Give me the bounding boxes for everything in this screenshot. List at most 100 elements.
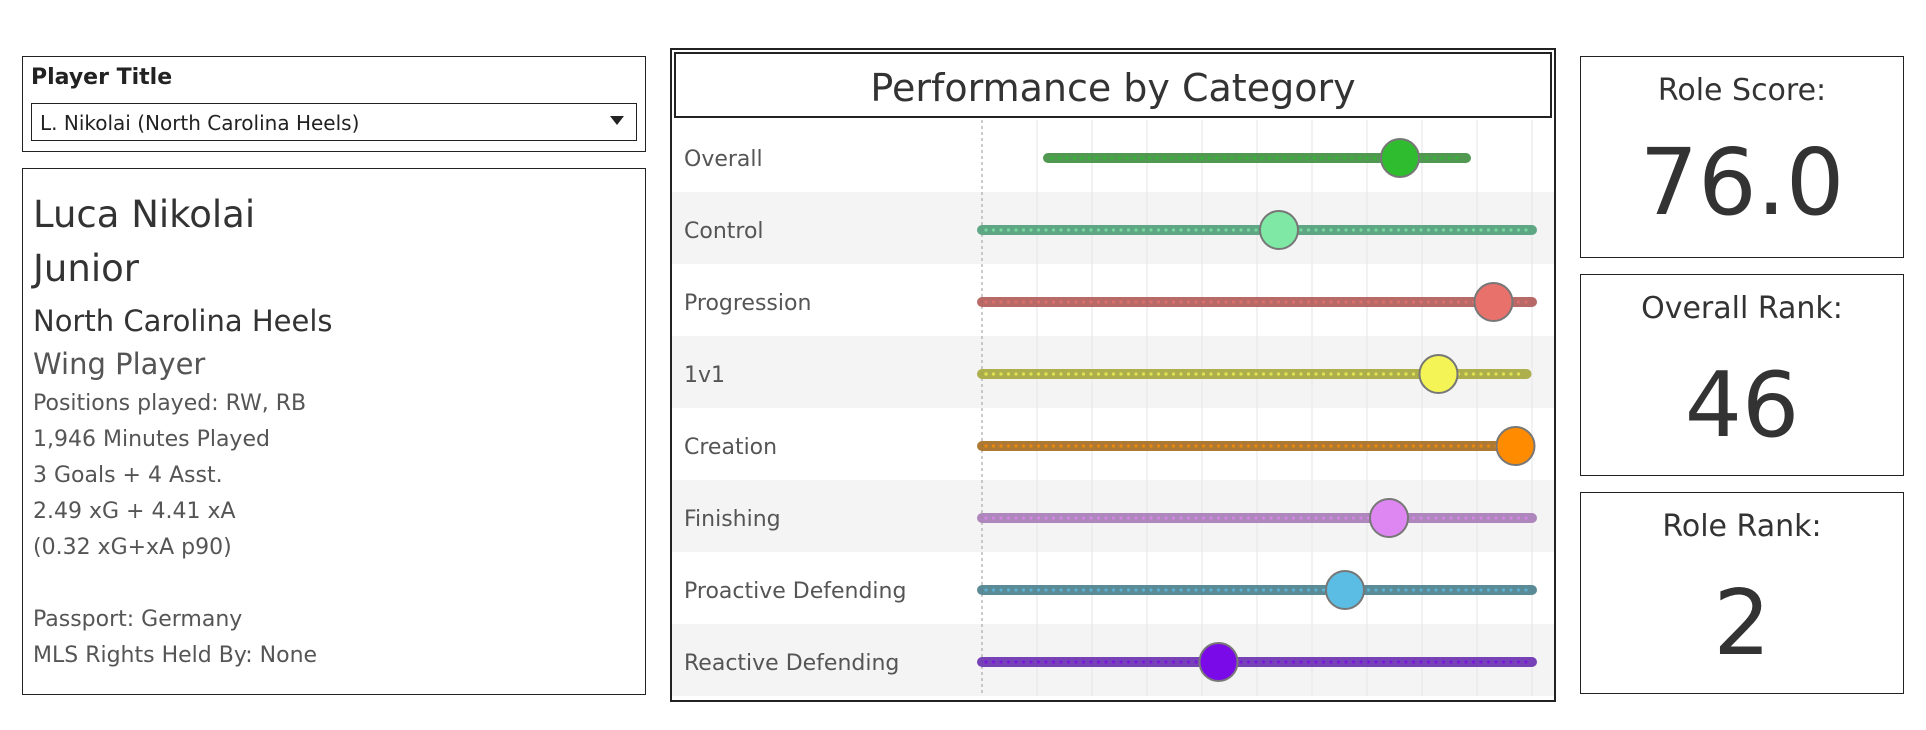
distribution-dot	[1081, 300, 1086, 304]
distribution-dot	[1036, 444, 1041, 448]
distribution-dot	[1434, 300, 1438, 304]
distribution-dot	[1516, 660, 1521, 664]
distribution-dot	[1290, 156, 1294, 160]
distribution-dot	[1336, 516, 1341, 520]
distribution-dot	[1119, 660, 1123, 664]
distribution-dot	[1239, 660, 1243, 664]
distribution-dot	[1006, 588, 1011, 592]
distribution-dot	[1261, 588, 1266, 592]
distribution-dot	[1501, 228, 1506, 232]
distribution-dot	[1267, 156, 1272, 160]
distribution-dot	[1074, 588, 1078, 592]
distribution-dot	[1186, 660, 1191, 664]
distribution-dot	[1441, 444, 1446, 448]
distribution-dot	[1021, 372, 1026, 376]
distribution-dot	[1374, 300, 1378, 304]
distribution-dot	[1404, 300, 1408, 304]
player-marker	[1198, 642, 1239, 682]
distribution-dot	[1381, 660, 1386, 664]
distribution-dot	[1501, 588, 1506, 592]
distribution-dot	[1216, 372, 1221, 376]
distribution-dot	[1177, 156, 1182, 160]
distribution-dot	[1194, 588, 1198, 592]
distribution-dot	[1366, 300, 1371, 304]
distribution-dot	[1396, 444, 1401, 448]
player-marker	[1380, 138, 1420, 178]
distribution-dot	[1291, 300, 1296, 304]
distribution-dot	[1350, 156, 1354, 160]
distribution-dot	[1366, 372, 1371, 376]
distribution-dot	[999, 444, 1003, 448]
distribution-dot	[1524, 588, 1528, 592]
distribution-dot	[1486, 516, 1491, 520]
distribution-dot	[1141, 444, 1146, 448]
distribution-dot	[1096, 300, 1101, 304]
distribution-dot	[1111, 516, 1116, 520]
distribution-dot	[1104, 660, 1108, 664]
distribution-dot	[1426, 300, 1431, 304]
distribution-dot	[1095, 156, 1099, 160]
distribution-dot	[1329, 300, 1333, 304]
distribution-dot	[1501, 660, 1506, 664]
distribution-dot	[1419, 228, 1423, 232]
distribution-dot	[1224, 228, 1228, 232]
distribution-dot	[984, 588, 988, 592]
player-dropdown[interactable]: L. Nikolai (North Carolina Heels)	[31, 103, 637, 141]
distribution-dot	[1215, 156, 1219, 160]
player-selector-panel: Player Title L. Nikolai (North Carolina …	[22, 56, 646, 152]
chevron-down-icon[interactable]	[610, 116, 624, 125]
distribution-dot	[1449, 588, 1453, 592]
distribution-dot	[1074, 300, 1078, 304]
distribution-dot	[1192, 156, 1197, 160]
distribution-dot	[1464, 228, 1468, 232]
xg-xa-p90: (0.32 xG+xA p90)	[33, 535, 232, 560]
distribution-dot	[1014, 300, 1018, 304]
distribution-dot	[1456, 516, 1461, 520]
distribution-dot	[1314, 516, 1318, 520]
distribution-dot	[1186, 300, 1191, 304]
distribution-dot	[1479, 372, 1483, 376]
distribution-dot	[1276, 660, 1281, 664]
distribution-dot	[1224, 444, 1228, 448]
distribution-dot	[1299, 228, 1303, 232]
distribution-dot	[1411, 660, 1416, 664]
distribution-dot	[1014, 516, 1018, 520]
distribution-dot	[1066, 516, 1071, 520]
distribution-dot	[1396, 660, 1401, 664]
distribution-dot	[1044, 300, 1048, 304]
distribution-dot	[1284, 588, 1288, 592]
player-marker	[1418, 354, 1459, 394]
distribution-dot	[1179, 300, 1183, 304]
distribution-dot	[1284, 372, 1288, 376]
distribution-dot	[1201, 516, 1206, 520]
distribution-dot	[984, 516, 988, 520]
distribution-dot	[1284, 516, 1288, 520]
distribution-dot	[1404, 228, 1408, 232]
distribution-dot	[1509, 516, 1513, 520]
distribution-dot	[1359, 444, 1363, 448]
distribution-dot	[1479, 516, 1483, 520]
distribution-dot	[999, 516, 1003, 520]
distribution-dot	[1036, 660, 1041, 664]
distribution-dot	[1224, 300, 1228, 304]
distribution-dot	[1209, 228, 1213, 232]
distribution-dot	[1366, 228, 1371, 232]
player-year: Junior	[33, 247, 139, 290]
distribution-dot	[1509, 372, 1513, 376]
distribution-dot	[1440, 156, 1444, 160]
distribution-dot	[1051, 516, 1056, 520]
distribution-dot	[1216, 300, 1221, 304]
distribution-dot	[1389, 228, 1393, 232]
player-marker	[1325, 570, 1365, 610]
distribution-dot	[1089, 660, 1093, 664]
distribution-dot	[1029, 228, 1033, 232]
distribution-dot	[1254, 660, 1258, 664]
distribution-dot	[1081, 444, 1086, 448]
distribution-dot	[1044, 588, 1048, 592]
distribution-dot	[1254, 588, 1258, 592]
distribution-dot	[1344, 372, 1348, 376]
chart-title-box: Performance by Category	[674, 52, 1552, 118]
distribution-dot	[1201, 228, 1206, 232]
distribution-dot	[1072, 156, 1077, 160]
distribution-dot	[1321, 660, 1326, 664]
